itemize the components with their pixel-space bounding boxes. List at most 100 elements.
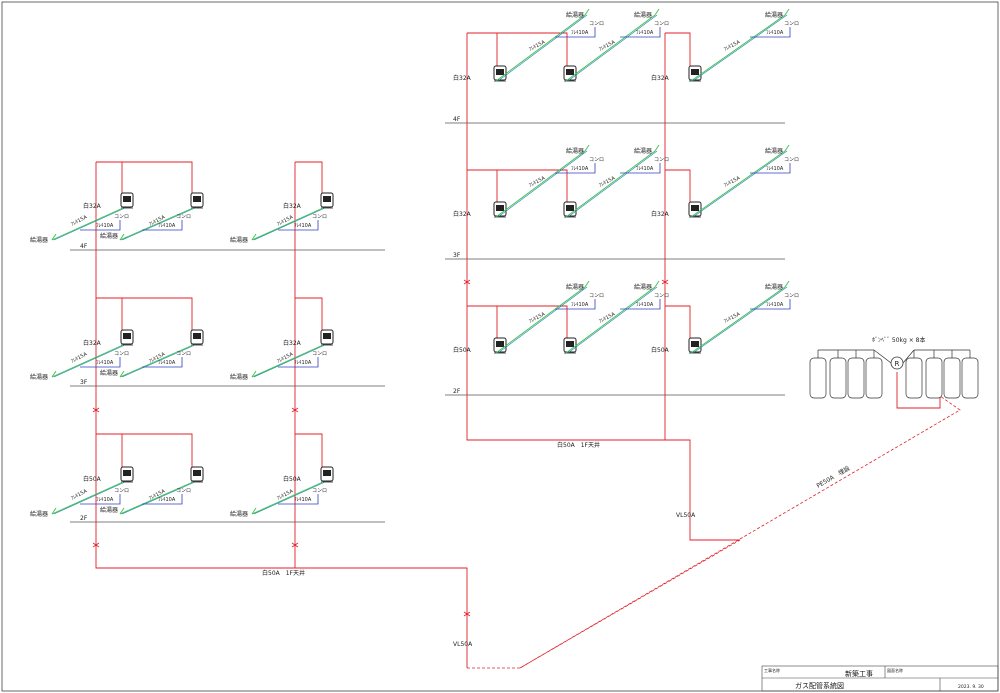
stove-label: コンロ	[176, 214, 191, 220]
gas-cylinder-icon	[925, 350, 943, 399]
flex-hose-blue	[253, 344, 326, 378]
heater-label: 給湯器	[30, 373, 48, 381]
flex10-label: ﾌﾚｷ10A	[636, 30, 654, 36]
floor-lines	[70, 122, 785, 523]
stove-label: コンロ	[784, 21, 799, 27]
floor-label-3f-right: 3F	[453, 252, 461, 259]
water-heater-icon	[563, 201, 577, 218]
flex-hose-blue	[692, 14, 788, 82]
stove-label: コンロ	[654, 21, 669, 27]
gas-cylinder-bank: ﾎﾞﾝﾍﾞﾞ 50kg × 8本 R	[809, 336, 979, 399]
vl50-label-left: VL50A	[453, 641, 473, 648]
heater-label: 給湯器	[100, 232, 118, 240]
flex-hose	[565, 150, 656, 218]
heater-label: 給湯器	[230, 373, 248, 381]
flex10-label: ﾌﾚｷ10A	[158, 497, 176, 503]
flex-hose	[495, 14, 586, 82]
stove-branch	[750, 299, 791, 310]
flex-hose	[51, 481, 124, 515]
regulator-label: R	[895, 360, 900, 368]
gas-cylinder-icon	[847, 350, 865, 399]
heater-label: 給湯器	[566, 147, 584, 155]
flex10-label: ﾌﾚｷ10A	[766, 30, 784, 36]
water-heater-icon	[688, 201, 702, 218]
pipe-label: 白32A	[453, 210, 472, 218]
water-heater-icon	[320, 329, 334, 346]
pipe-label: 白50A	[651, 346, 670, 354]
drawing-label: 図面名称	[887, 667, 903, 673]
stove-label: コンロ	[312, 214, 327, 220]
stove-label: コンロ	[654, 293, 669, 299]
flex10-label: ﾌﾚｷ10A	[96, 360, 114, 366]
flex-hose-blue	[497, 14, 588, 82]
stove-branch	[620, 163, 661, 174]
stove-branch	[555, 27, 596, 38]
appliance-units: コンロﾌﾚｷ10Aﾌﾚｷ15A給湯器コンロﾌﾚｷ10Aﾌﾚｷ15A給湯器コンロﾌ…	[30, 8, 799, 518]
pipe-label: 白32A	[651, 210, 670, 218]
project-name: 新築工事	[845, 669, 873, 678]
water-heater-icon	[320, 466, 334, 483]
flex-hose-blue	[121, 481, 196, 515]
flex-hose	[251, 344, 324, 378]
heater-label: 給湯器	[566, 11, 584, 19]
flex-hose	[119, 481, 194, 515]
floor-label-4f-left: 4F	[80, 243, 88, 250]
gas-cylinder-icon	[865, 350, 883, 399]
flex10-label: ﾌﾚｷ10A	[636, 166, 654, 172]
flex-hose-blue	[692, 150, 788, 218]
heater-label: 給湯器	[230, 236, 248, 244]
flex10-label: ﾌﾚｷ10A	[96, 497, 114, 503]
stove-branch	[80, 220, 121, 231]
water-heater-icon	[493, 201, 507, 218]
stove-label: コンロ	[114, 214, 129, 220]
pipe-label: 白32A	[283, 339, 302, 347]
stove-branch	[80, 494, 121, 505]
flex-hose	[119, 344, 194, 378]
flex10-label: ﾌﾚｷ10A	[294, 497, 312, 503]
flex-hose-blue	[497, 286, 588, 354]
stove-branch	[278, 220, 319, 231]
gas-cylinder-icon	[943, 350, 961, 399]
floor-label-3f-left: 3F	[80, 379, 88, 386]
stove-label: コンロ	[784, 157, 799, 163]
flex-hose	[251, 481, 324, 515]
stove-label: コンロ	[312, 351, 327, 357]
flex10-label: ﾌﾚｷ10A	[571, 30, 589, 36]
heater-label: 給湯器	[765, 147, 783, 155]
water-heater-icon	[190, 466, 204, 483]
stove-label: コンロ	[114, 488, 129, 494]
project-label: 工事名称	[764, 667, 780, 673]
pipe-label: 白32A	[453, 74, 472, 82]
flex-hose-blue	[692, 286, 788, 354]
flex-hose-blue	[567, 286, 658, 354]
flex-hose-blue	[567, 150, 658, 218]
water-heater-icon	[688, 65, 702, 82]
flex10-label: ﾌﾚｷ10A	[766, 302, 784, 308]
flex-hose-blue	[121, 207, 196, 241]
stove-label: コンロ	[589, 21, 604, 27]
pipe-label: 白50A	[453, 346, 472, 354]
flex-hose-blue	[53, 481, 126, 515]
main-pipe-label-left: 白50A 1F天井	[262, 569, 305, 577]
water-heater-icon	[120, 192, 134, 209]
flex10-label: ﾌﾚｷ10A	[158, 223, 176, 229]
flex-hose	[251, 207, 324, 241]
valve-marks	[92, 279, 669, 617]
buried-lines	[467, 395, 961, 669]
stove-branch	[80, 357, 121, 368]
flex-hose	[690, 150, 786, 218]
cylinder-label: ﾎﾞﾝﾍﾞﾞ 50kg × 8本	[872, 336, 926, 344]
flex10-label: ﾌﾚｷ10A	[766, 166, 784, 172]
water-heater-icon	[190, 329, 204, 346]
stove-branch	[142, 494, 183, 505]
gas-cylinder-icon	[961, 350, 979, 399]
heater-label: 給湯器	[100, 506, 118, 514]
pipe-label: 白32A	[283, 202, 302, 210]
regulator-icon	[890, 356, 904, 370]
flex10-label: ﾌﾚｷ10A	[571, 166, 589, 172]
stove-branch	[620, 299, 661, 310]
heater-label: 給湯器	[765, 11, 783, 19]
stove-branch	[142, 220, 183, 231]
heater-label: 給湯器	[634, 283, 652, 291]
